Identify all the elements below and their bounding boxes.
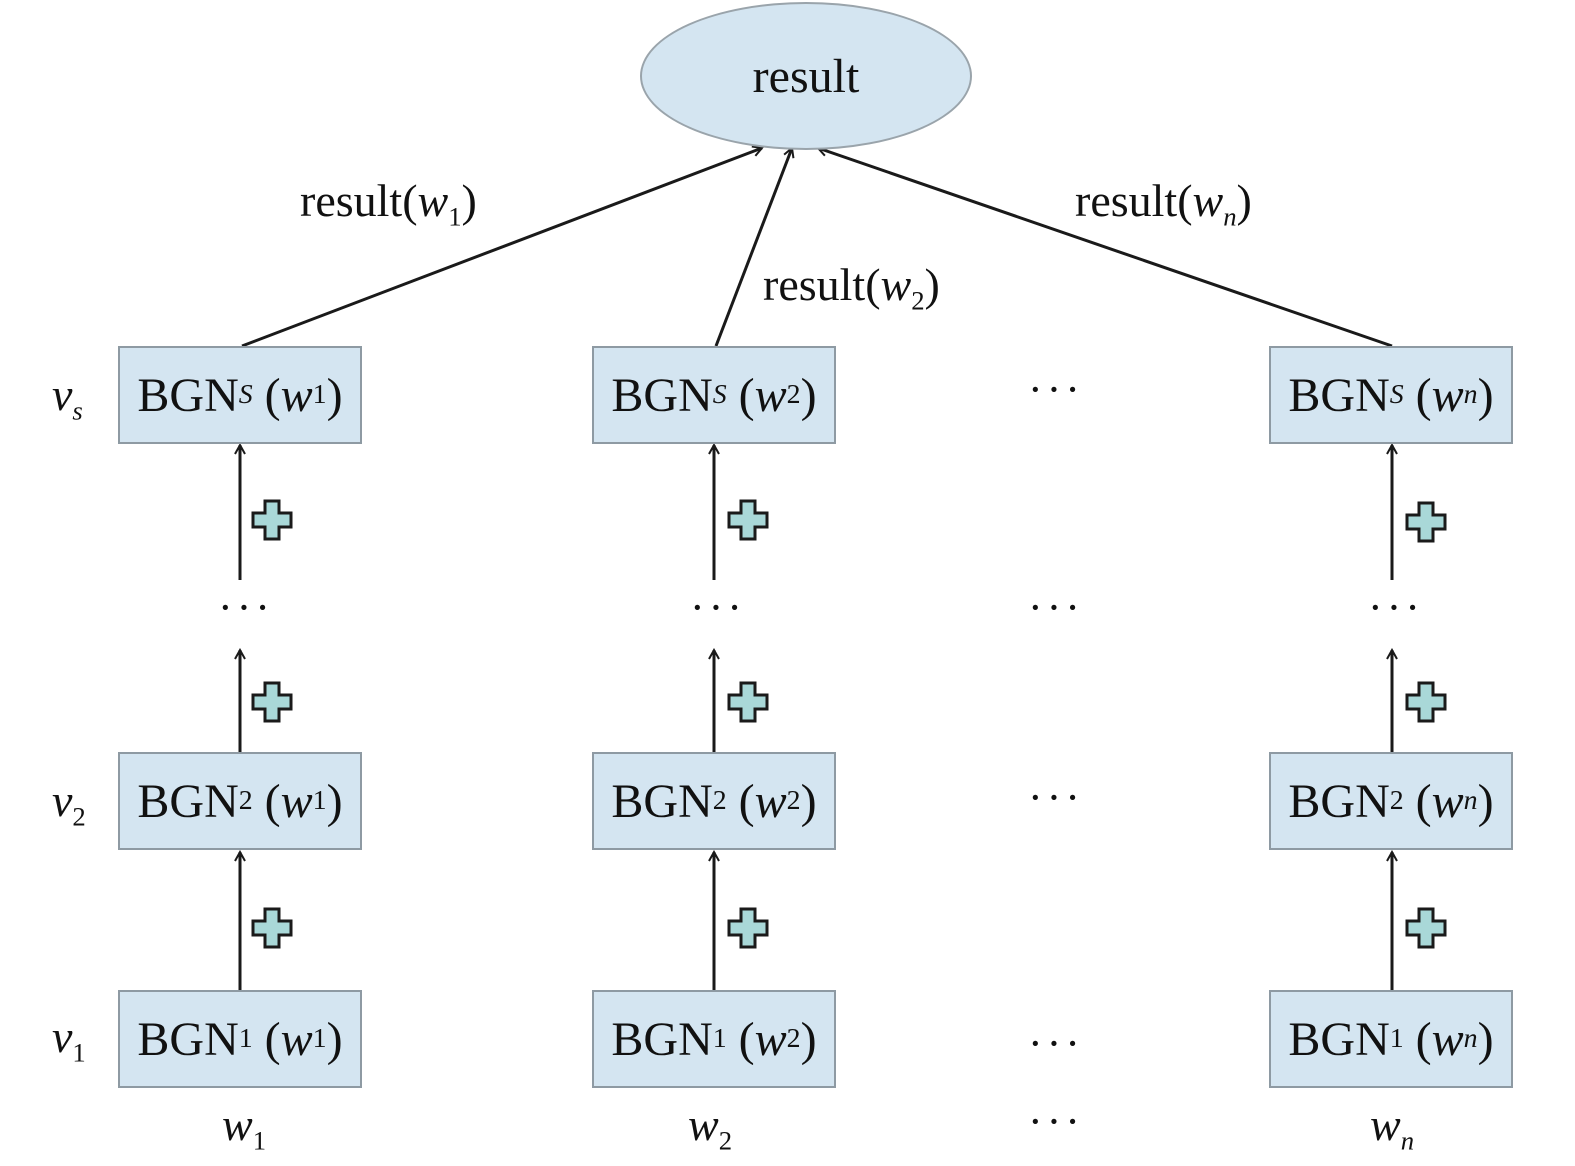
plus-icon xyxy=(1405,681,1447,723)
row-label-v2: v2 xyxy=(52,775,86,832)
ellipsis-columns-labels: ··· xyxy=(1028,1097,1084,1146)
column-label-w1: w1 xyxy=(222,1099,267,1156)
edge-w2-to-result xyxy=(714,148,792,347)
edge-w1-to-result xyxy=(241,148,762,348)
plus-icon xyxy=(251,499,293,541)
plus-icon xyxy=(727,907,769,949)
edge-label-w2: result(w2) xyxy=(763,259,940,316)
ellipsis-columns-v2: ··· xyxy=(1028,773,1084,822)
ellipsis-columns-v1: ··· xyxy=(1028,1019,1084,1068)
result-node: result xyxy=(640,2,972,150)
edge-label-wn: result(wn) xyxy=(1075,175,1252,232)
ellipsis-w2-middle: ··· xyxy=(690,583,746,632)
plus-icon xyxy=(727,499,769,541)
ellipsis-wn-middle: ··· xyxy=(1368,583,1424,632)
result-node-label: result xyxy=(752,49,860,103)
ellipsis-w1-middle: ··· xyxy=(218,583,274,632)
row-label-vs: vs xyxy=(52,369,83,426)
column-label-wn: wn xyxy=(1370,1099,1415,1156)
column-label-w2: w2 xyxy=(688,1099,733,1156)
plus-icon xyxy=(251,681,293,723)
edge-wn-to-result xyxy=(818,148,1393,348)
ellipsis-columns-middle: ··· xyxy=(1028,583,1084,632)
plus-icon xyxy=(251,907,293,949)
row-label-v1: v1 xyxy=(52,1011,86,1068)
plus-icon xyxy=(1405,907,1447,949)
ellipsis-columns-vs: ··· xyxy=(1028,365,1084,414)
plus-icon xyxy=(1405,501,1447,543)
edge-label-w1: result(w1) xyxy=(300,175,477,232)
plus-icon xyxy=(727,681,769,723)
